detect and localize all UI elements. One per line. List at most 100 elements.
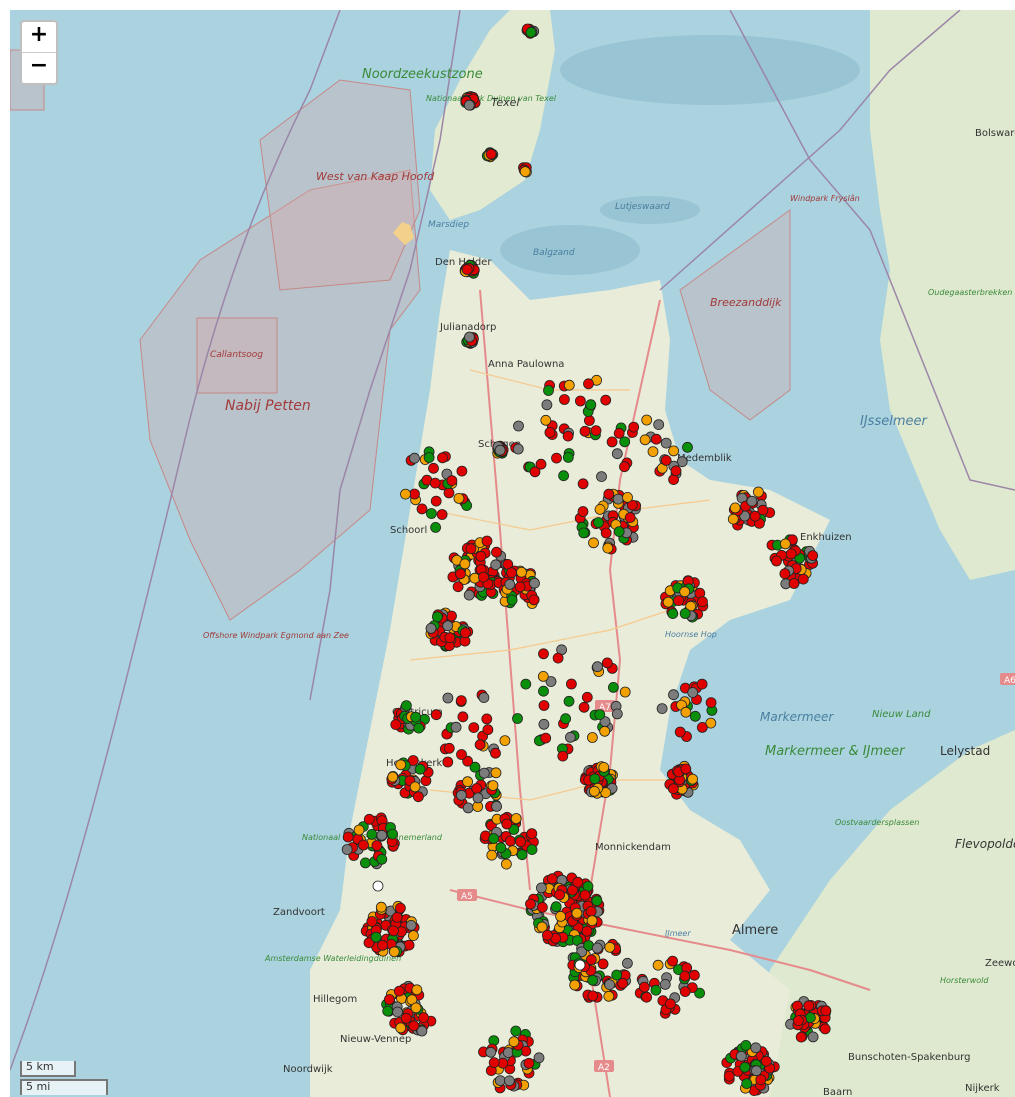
map-marker[interactable] — [659, 979, 671, 990]
map-marker[interactable] — [482, 724, 494, 736]
map-marker[interactable] — [740, 1040, 752, 1051]
map-marker[interactable] — [359, 857, 371, 869]
map-marker[interactable] — [390, 719, 402, 730]
map-marker[interactable] — [403, 939, 415, 951]
map-marker[interactable] — [641, 414, 653, 426]
map-marker[interactable] — [795, 1031, 807, 1043]
map-marker[interactable] — [727, 513, 739, 525]
map-marker[interactable] — [526, 844, 538, 855]
map-marker[interactable] — [541, 399, 553, 411]
map-marker[interactable] — [455, 568, 466, 580]
map-marker[interactable] — [592, 661, 603, 673]
map-marker[interactable] — [746, 495, 758, 507]
map-marker[interactable] — [558, 470, 569, 482]
map-marker[interactable] — [529, 466, 541, 478]
map-marker[interactable] — [504, 579, 516, 590]
map-marker[interactable] — [569, 979, 581, 991]
map-marker[interactable] — [499, 735, 511, 746]
map-marker[interactable] — [550, 901, 562, 913]
map-marker[interactable] — [578, 701, 590, 713]
map-marker[interactable] — [617, 978, 629, 989]
map-marker[interactable] — [589, 785, 600, 797]
map-marker[interactable] — [409, 452, 420, 464]
map-marker[interactable] — [807, 550, 819, 561]
map-canvas[interactable]: Noordzeekustzone Nationaal Park Duinen v… — [10, 10, 1015, 1097]
map-marker[interactable] — [370, 931, 382, 943]
map-marker[interactable] — [536, 921, 548, 933]
map-marker[interactable] — [626, 499, 638, 511]
map-marker[interactable] — [555, 911, 566, 922]
map-marker[interactable] — [488, 833, 500, 844]
map-marker[interactable] — [408, 1020, 420, 1032]
map-marker[interactable] — [668, 783, 679, 795]
map-marker[interactable] — [494, 444, 506, 456]
map-marker[interactable] — [353, 824, 365, 836]
map-marker[interactable] — [515, 836, 526, 848]
map-marker[interactable] — [474, 739, 486, 751]
map-marker[interactable] — [673, 595, 684, 606]
map-marker[interactable] — [525, 898, 536, 910]
map-marker[interactable] — [779, 568, 791, 580]
map-marker[interactable] — [820, 1005, 832, 1017]
map-marker[interactable] — [366, 829, 378, 840]
map-marker[interactable] — [537, 671, 549, 682]
map-marker[interactable] — [392, 1006, 404, 1018]
map-marker[interactable] — [753, 486, 764, 498]
map-marker[interactable] — [465, 543, 477, 555]
map-marker[interactable] — [679, 586, 691, 598]
map-marker[interactable] — [535, 458, 547, 470]
map-marker[interactable] — [665, 998, 676, 1010]
map-marker[interactable] — [739, 1061, 751, 1073]
map-marker[interactable] — [519, 166, 531, 178]
map-marker[interactable] — [780, 538, 791, 550]
map-marker[interactable] — [363, 937, 375, 949]
map-marker[interactable] — [512, 713, 523, 724]
map-marker[interactable] — [591, 895, 603, 907]
map-marker[interactable] — [506, 594, 518, 606]
map-marker[interactable] — [387, 828, 399, 840]
map-marker[interactable] — [572, 876, 584, 888]
map-marker[interactable] — [628, 421, 640, 433]
map-marker[interactable] — [491, 801, 503, 812]
map-marker[interactable] — [376, 853, 388, 865]
map-marker[interactable] — [613, 427, 625, 439]
map-marker[interactable] — [696, 722, 708, 733]
map-marker[interactable] — [674, 726, 686, 738]
map-marker[interactable] — [694, 987, 705, 999]
map-marker[interactable] — [807, 1031, 819, 1043]
map-marker[interactable] — [387, 771, 399, 783]
map-marker[interactable] — [520, 678, 532, 690]
map-marker[interactable] — [670, 465, 682, 477]
map-marker[interactable] — [376, 829, 388, 841]
map-marker[interactable] — [761, 1055, 772, 1067]
map-marker[interactable] — [594, 503, 606, 515]
map-marker[interactable] — [410, 711, 422, 723]
map-marker[interactable] — [450, 721, 462, 733]
map-marker[interactable] — [660, 454, 672, 466]
map-marker[interactable] — [577, 506, 589, 517]
map-marker[interactable] — [526, 828, 538, 839]
map-marker[interactable] — [462, 776, 474, 788]
map-marker[interactable] — [563, 379, 575, 391]
map-marker[interactable] — [486, 849, 498, 861]
map-marker[interactable] — [487, 780, 499, 791]
map-marker[interactable] — [668, 689, 679, 701]
map-marker[interactable] — [650, 433, 662, 445]
map-marker[interactable] — [471, 783, 483, 794]
map-marker[interactable] — [591, 942, 603, 954]
map-marker[interactable] — [578, 527, 590, 539]
map-marker[interactable] — [619, 461, 630, 473]
map-marker[interactable] — [431, 611, 443, 623]
map-marker[interactable] — [405, 920, 417, 931]
map-marker[interactable] — [469, 761, 481, 773]
map-marker[interactable] — [566, 678, 577, 690]
map-marker[interactable] — [478, 571, 489, 583]
map-marker[interactable] — [559, 394, 570, 405]
map-marker[interactable] — [741, 1078, 753, 1089]
map-marker[interactable] — [668, 445, 679, 457]
map-marker[interactable] — [546, 873, 558, 885]
map-marker[interactable] — [577, 478, 589, 490]
map-marker[interactable] — [660, 437, 672, 449]
zoom-out-button[interactable]: − — [22, 52, 56, 83]
map-marker[interactable] — [341, 844, 353, 855]
